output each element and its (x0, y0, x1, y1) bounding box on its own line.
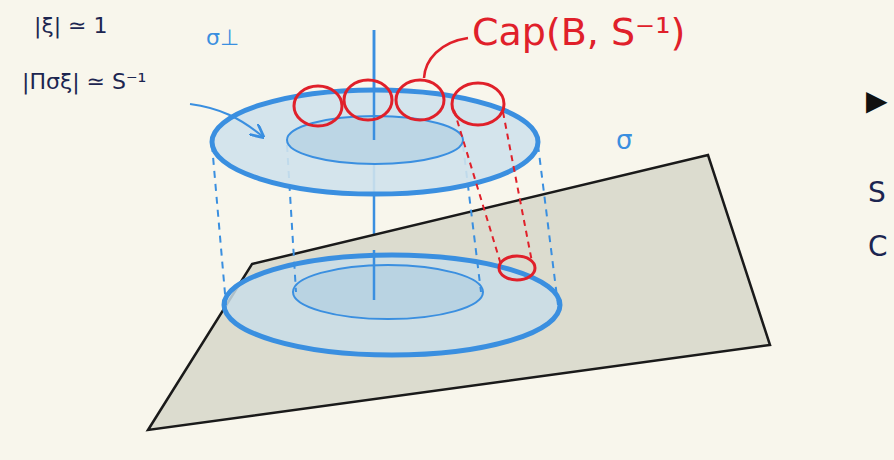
cut-text: S (868, 178, 886, 209)
projection-note: |Πσξ| ≃ S⁻¹ (22, 70, 146, 94)
cap-projection-lines (454, 110, 532, 268)
caps (294, 80, 504, 126)
cut-text: C (868, 232, 888, 263)
plane-sigma (148, 155, 770, 430)
projected-annulus-outer (224, 255, 560, 355)
plane-label: σ (616, 126, 632, 155)
projection-leader (190, 104, 262, 136)
normal-axis-segment (373, 250, 376, 300)
projected-annulus-inner (293, 265, 483, 319)
axis-label: σ⊥ (206, 26, 239, 50)
projected-cap (499, 256, 535, 280)
magnitude-note: |ξ| ≃ 1 (34, 14, 108, 38)
bullet-marker: ▶ (866, 86, 888, 117)
normal-axis-top (373, 30, 376, 140)
cap-label: Cap(B, S⁻¹) (472, 12, 685, 54)
cap-leader (424, 38, 468, 78)
